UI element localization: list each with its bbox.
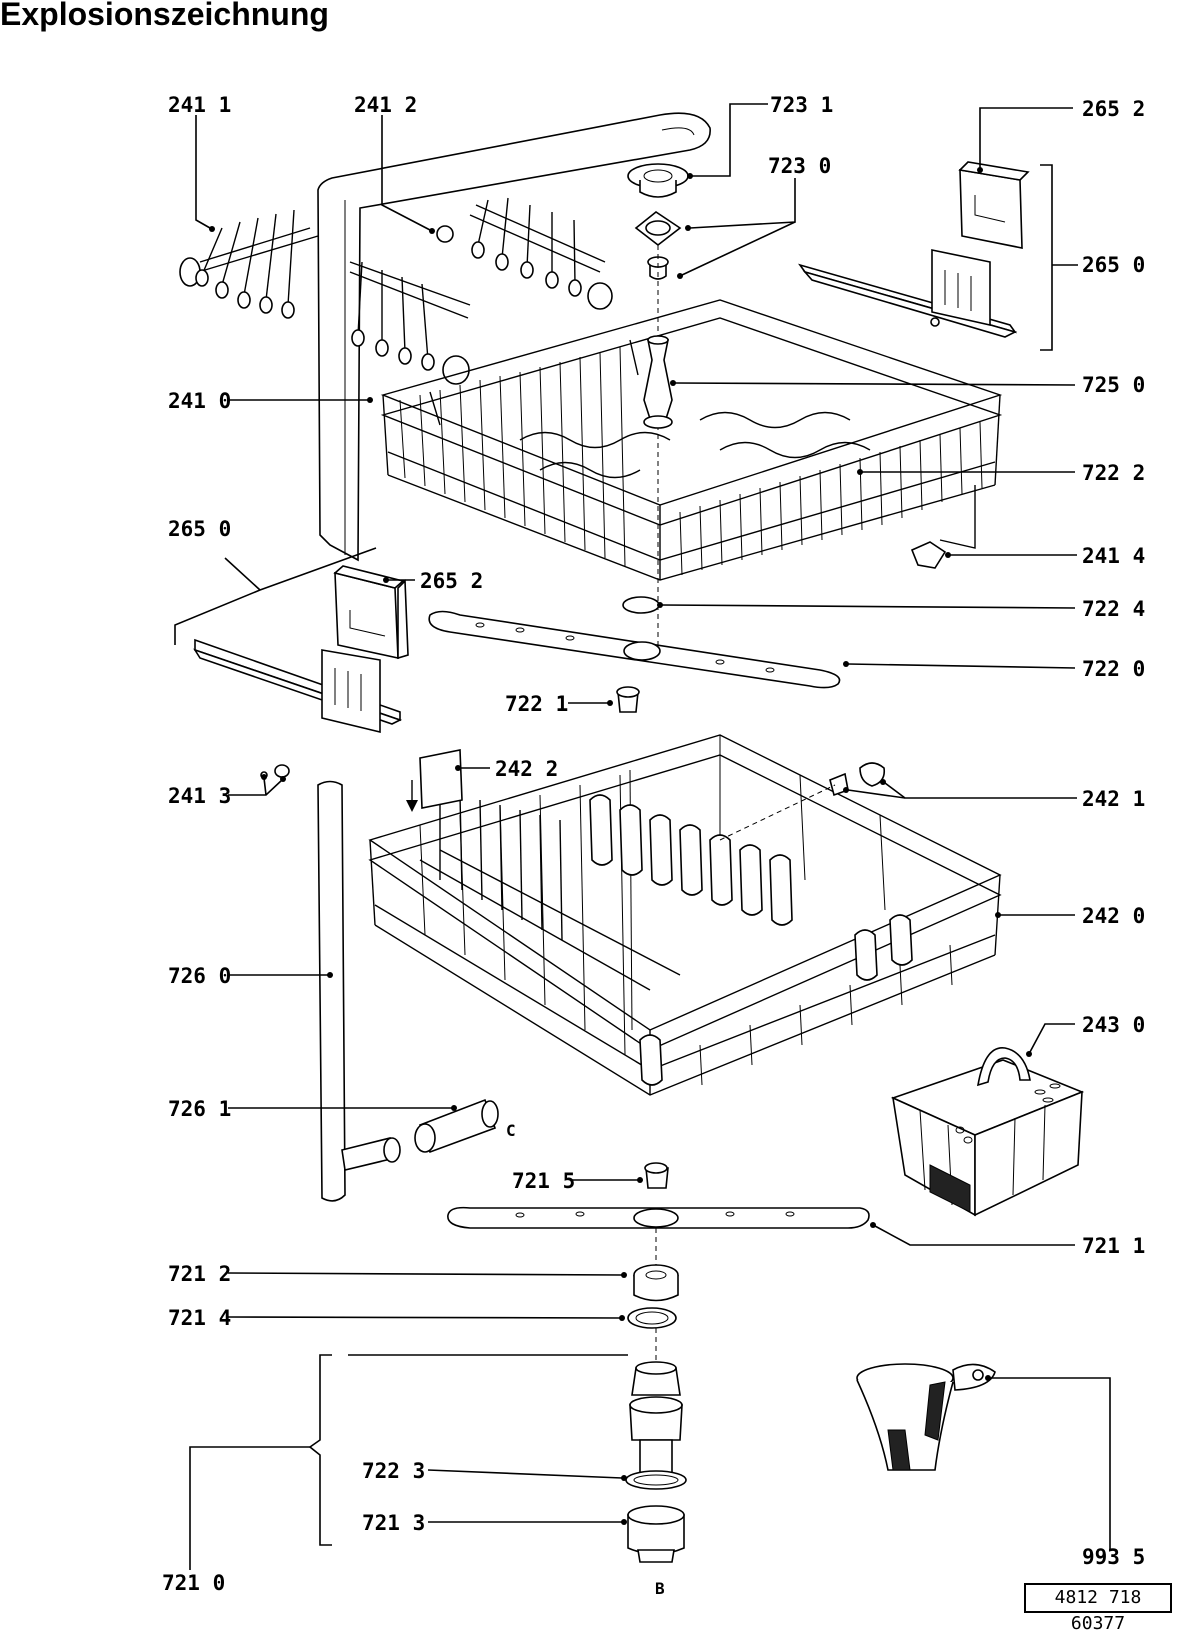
label-722-4: 722 4 (1082, 597, 1145, 621)
down-arrow (406, 780, 418, 812)
label-723-0: 723 0 (768, 154, 831, 178)
label-726-1: 726 1 (168, 1097, 231, 1121)
label-725-0: 725 0 (1082, 373, 1145, 397)
hub-assembly (625, 1361, 687, 1563)
funnel (856, 1363, 996, 1471)
label-721-2: 721 2 (168, 1262, 231, 1286)
label-722-2: 722 2 (1082, 461, 1145, 485)
cutlery-tines-right (436, 197, 613, 310)
upper-spray-arm (428, 596, 841, 713)
cutlery-basket (890, 1047, 1085, 1217)
label-265-2-left: 265 2 (420, 569, 483, 593)
upper-supply-pipe (317, 112, 711, 562)
leader-lines (174, 103, 1111, 1570)
part-labels: 241 1 241 2 723 1 723 0 265 2 265 0 241 … (162, 93, 1145, 1598)
adjuster-left (193, 565, 409, 779)
clip-241-4 (910, 541, 947, 569)
label-265-0-left: 265 0 (168, 517, 231, 541)
document-number: 4812 718 60377 (1024, 1583, 1172, 1634)
label-242-2: 242 2 (495, 757, 558, 781)
label-993-5: 993 5 (1082, 1545, 1145, 1569)
label-722-0: 722 0 (1082, 657, 1145, 681)
label-241-4: 241 4 (1082, 544, 1145, 568)
cutlery-tines-center (349, 261, 471, 385)
label-241-3: 241 3 (168, 784, 231, 808)
label-242-0: 242 0 (1082, 904, 1145, 928)
adjuster-top-right (798, 161, 1030, 338)
label-265-2-top: 265 2 (1082, 97, 1145, 121)
label-722-1: 722 1 (505, 692, 568, 716)
lower-spray-arm (447, 1162, 870, 1360)
cutlery-tines-left (179, 209, 319, 319)
label-241-0: 241 0 (168, 389, 231, 413)
label-241-1: 241 1 (168, 93, 231, 117)
label-265-0-top: 265 0 (1082, 253, 1145, 277)
marker-b: B (655, 1579, 665, 1598)
label-241-2: 241 2 (354, 93, 417, 117)
label-722-3: 722 3 (362, 1459, 425, 1483)
upper-basket (380, 299, 1003, 581)
label-721-0: 721 0 (162, 1571, 225, 1595)
label-721-3: 721 3 (362, 1511, 425, 1535)
label-721-5: 721 5 (512, 1169, 575, 1193)
marker-c: C (506, 1121, 516, 1140)
label-243-0: 243 0 (1082, 1013, 1145, 1037)
upper-spray-parts (627, 163, 689, 660)
lower-basket (368, 734, 1002, 1096)
page-title: Explosionszeichnung (0, 0, 329, 32)
supply-pipe-726 (317, 780, 499, 1202)
label-721-1: 721 1 (1082, 1234, 1145, 1258)
label-242-1: 242 1 (1082, 787, 1145, 811)
label-721-4: 721 4 (168, 1306, 231, 1330)
label-723-1: 723 1 (770, 93, 833, 117)
label-726-0: 726 0 (168, 964, 231, 988)
